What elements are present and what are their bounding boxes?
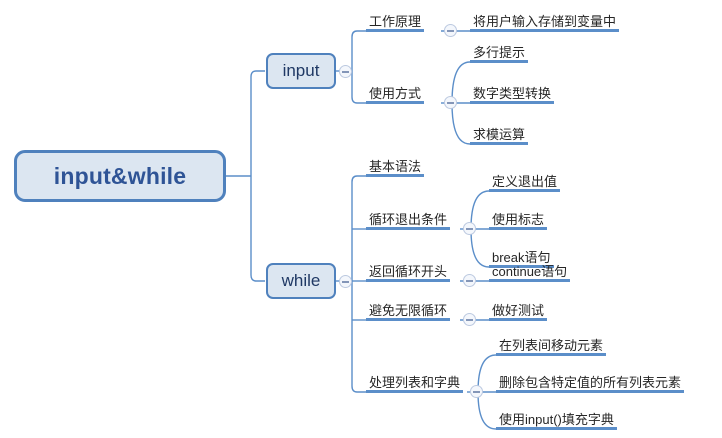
collapse-minus-icon-usage[interactable]: [444, 96, 457, 109]
topic-node-remove-all-matching-list-elements[interactable]: 删除包含特定值的所有列表元素: [496, 372, 685, 393]
topic-node-multiline-prompt[interactable]: 多行提示: [470, 42, 529, 63]
topic-node-fill-dict-with-input-label: 使用input()填充字典: [499, 412, 614, 427]
topic-node-number-type-conversion[interactable]: 数字类型转换: [470, 83, 555, 104]
topic-node-continue-statement[interactable]: continue语句: [489, 261, 571, 282]
topic-node-break-statement-label: break语句: [492, 250, 551, 265]
topic-node-use-flag-label: 使用标志: [492, 212, 545, 227]
topic-node-move-elements-between-lists[interactable]: 在列表间移动元素: [496, 335, 607, 356]
topic-node-test-well[interactable]: 做好测试: [489, 300, 548, 321]
topic-node-avoid-infinite-loop-label: 避免无限循环: [369, 303, 448, 318]
collapse-minus-icon-working-principle[interactable]: [444, 24, 457, 37]
topic-node-basic-syntax-label: 基本语法: [369, 159, 422, 174]
topic-node-store-input-in-variable[interactable]: 将用户输入存储到变量中: [470, 11, 620, 32]
collapse-minus-icon-return-to-loop-start[interactable]: [463, 274, 476, 287]
root-node-label: input&while: [53, 162, 187, 189]
topic-node-define-exit-value[interactable]: 定义退出值: [489, 171, 561, 192]
branch-node-input-label: input: [282, 61, 320, 80]
topic-node-fill-dict-with-input[interactable]: 使用input()填充字典: [496, 409, 617, 430]
collapse-minus-icon-input[interactable]: [339, 65, 352, 78]
topic-node-continue-statement-label: continue语句: [492, 264, 568, 279]
topic-node-multiline-prompt-label: 多行提示: [473, 45, 526, 60]
topic-node-store-input-in-variable-label: 将用户输入存储到变量中: [473, 14, 617, 29]
collapse-minus-icon-avoid-infinite-loop[interactable]: [463, 313, 476, 326]
topic-node-modulo-operation[interactable]: 求模运算: [470, 124, 529, 145]
topic-node-usage[interactable]: 使用方式: [366, 83, 425, 104]
topic-node-handle-lists-and-dicts-label: 处理列表和字典: [369, 375, 461, 390]
branch-node-while[interactable]: while: [266, 263, 336, 299]
branch-node-while-label: while: [281, 271, 321, 290]
topic-node-working-principle[interactable]: 工作原理: [366, 11, 425, 32]
topic-node-working-principle-label: 工作原理: [369, 14, 422, 29]
collapse-minus-icon-loop-exit-condition[interactable]: [463, 222, 476, 235]
topic-node-use-flag[interactable]: 使用标志: [489, 209, 548, 230]
topic-node-number-type-conversion-label: 数字类型转换: [473, 86, 552, 101]
topic-node-move-elements-between-lists-label: 在列表间移动元素: [499, 338, 604, 353]
topic-node-test-well-label: 做好测试: [492, 303, 545, 318]
topic-node-define-exit-value-label: 定义退出值: [492, 174, 558, 189]
root-node[interactable]: input&while: [14, 150, 226, 202]
topic-node-return-to-loop-start-label: 返回循环开头: [369, 264, 448, 279]
topic-node-return-to-loop-start[interactable]: 返回循环开头: [366, 261, 451, 282]
topic-node-loop-exit-condition-label: 循环退出条件: [369, 212, 448, 227]
topic-node-avoid-infinite-loop[interactable]: 避免无限循环: [366, 300, 451, 321]
topic-node-usage-label: 使用方式: [369, 86, 422, 101]
topic-node-loop-exit-condition[interactable]: 循环退出条件: [366, 209, 451, 230]
topic-node-modulo-operation-label: 求模运算: [473, 127, 526, 142]
collapse-minus-icon-handle-lists-and-dicts[interactable]: [470, 385, 483, 398]
topic-node-handle-lists-and-dicts[interactable]: 处理列表和字典: [366, 372, 464, 393]
collapse-minus-icon-while[interactable]: [339, 275, 352, 288]
topic-node-break-statement[interactable]: break语句: [489, 247, 554, 268]
branch-node-input[interactable]: input: [266, 53, 336, 89]
topic-node-remove-all-matching-list-elements-label: 删除包含特定值的所有列表元素: [499, 375, 682, 390]
topic-node-basic-syntax[interactable]: 基本语法: [366, 156, 425, 177]
